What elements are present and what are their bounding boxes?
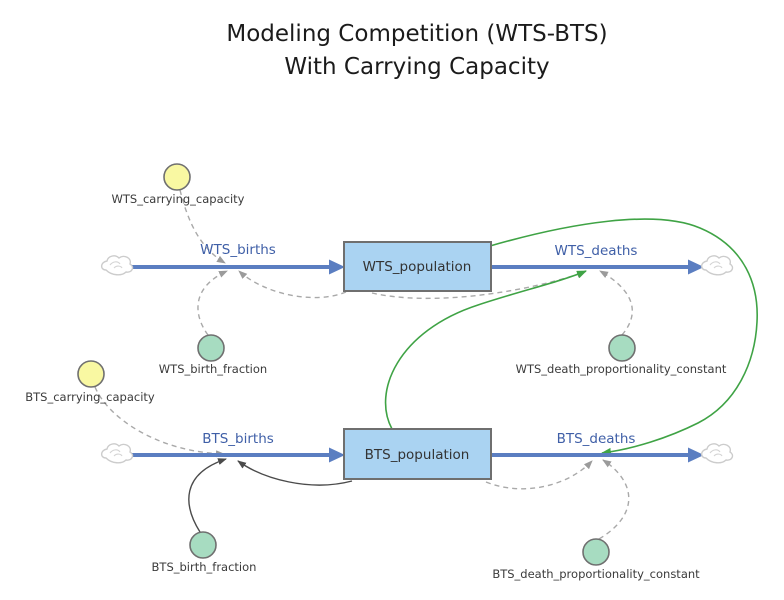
stock-bts-population-label: BTS_population	[365, 447, 470, 463]
connector-wts-birth-fraction-to-wts-births[interactable]	[197, 270, 228, 336]
flow-arrowhead-wts-deaths	[688, 259, 704, 275]
flow-label-bts-births: BTS_births	[202, 431, 274, 447]
diagram-title: Modeling Competition (WTS-BTS) With Carr…	[226, 18, 607, 84]
connector-wts-population-to-bts-deaths[interactable]	[489, 218, 758, 456]
variable-bts-death-proportionality-constant[interactable]	[582, 538, 610, 566]
connector-wts-population-to-wts-births[interactable]	[238, 270, 347, 299]
flow-arrowhead-bts-births	[329, 447, 345, 463]
variable-wts-death-proportionality-constant[interactable]	[608, 334, 636, 362]
variable-bts-birth-fraction-label: BTS_birth_fraction	[152, 560, 257, 574]
flow-wts-deaths[interactable]	[491, 259, 704, 275]
variable-wts-birth-fraction[interactable]	[197, 334, 225, 362]
flow-arrowhead-bts-deaths	[688, 447, 704, 463]
variable-bts-death-proportionality-constant-label: BTS_death_proportionality_constant	[492, 567, 700, 581]
variable-wts-birth-fraction-label: WTS_birth_fraction	[159, 362, 267, 376]
flow-bts-births[interactable]	[131, 447, 345, 463]
variable-wts-carrying-capacity[interactable]	[163, 163, 191, 191]
variable-bts-carrying-capacity[interactable]	[77, 360, 105, 388]
cloud-sink-bts-icon[interactable]	[700, 443, 734, 464]
connector-bts-birth-fraction-to-bts-births[interactable]	[188, 458, 227, 533]
connector-bts-population-to-wts-deaths[interactable]	[384, 270, 587, 430]
variable-bts-birth-fraction[interactable]	[189, 531, 217, 559]
stock-wts-population[interactable]	[343, 241, 492, 292]
connector-wts-carrying-capacity-to-wts-births[interactable]	[179, 189, 226, 264]
variable-wts-carrying-capacity-label: WTS_carrying_capacity	[112, 192, 245, 206]
stock-wts-population-label: WTS_population	[363, 259, 472, 275]
title-line-1: Modeling Competition (WTS-BTS)	[226, 21, 608, 47]
cloud-source-bts-icon[interactable]	[100, 443, 134, 464]
connector-bts-population-to-bts-births[interactable]	[237, 460, 353, 486]
cloud-sink-wts-icon[interactable]	[700, 255, 734, 276]
connector-bts-population-to-bts-deaths[interactable]	[485, 460, 593, 490]
stock-bts-population[interactable]	[343, 428, 492, 480]
connector-bts-death-constant-to-bts-deaths[interactable]	[598, 459, 630, 540]
flow-bts-deaths[interactable]	[491, 447, 704, 463]
title-line-2: With Carrying Capacity	[284, 54, 550, 80]
flow-label-bts-deaths: BTS_deaths	[557, 431, 636, 447]
flow-wts-births[interactable]	[131, 259, 345, 275]
flow-label-wts-deaths: WTS_deaths	[555, 243, 638, 259]
variable-wts-death-proportionality-constant-label: WTS_death_proportionality_constant	[516, 362, 727, 376]
cloud-source-wts-icon[interactable]	[100, 255, 134, 276]
connector-bts-carrying-capacity-to-bts-births[interactable]	[94, 386, 225, 458]
variable-bts-carrying-capacity-label: BTS_carrying_capacity	[25, 390, 155, 404]
flow-arrowhead-wts-births	[329, 259, 345, 275]
connector-wts-death-constant-to-wts-deaths[interactable]	[599, 270, 633, 336]
flow-label-wts-births: WTS_births	[200, 242, 276, 258]
